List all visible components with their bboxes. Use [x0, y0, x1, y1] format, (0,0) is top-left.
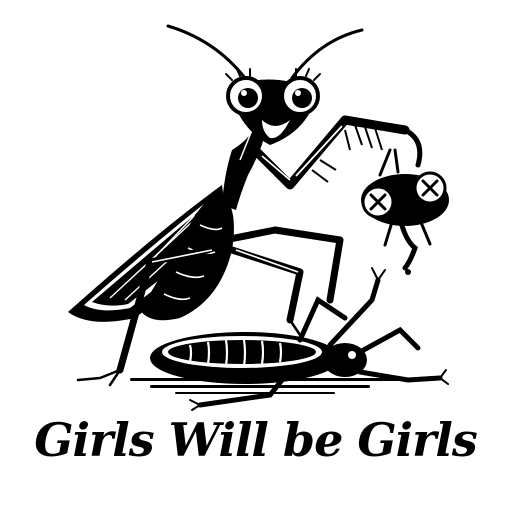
dead-fly [361, 148, 449, 275]
mantis-wings [68, 185, 230, 322]
mantis-body [76, 115, 423, 387]
caption-text: Girls Will be Girls [34, 413, 477, 467]
mantis-head [166, 24, 364, 145]
dead-beetle [150, 267, 449, 411]
